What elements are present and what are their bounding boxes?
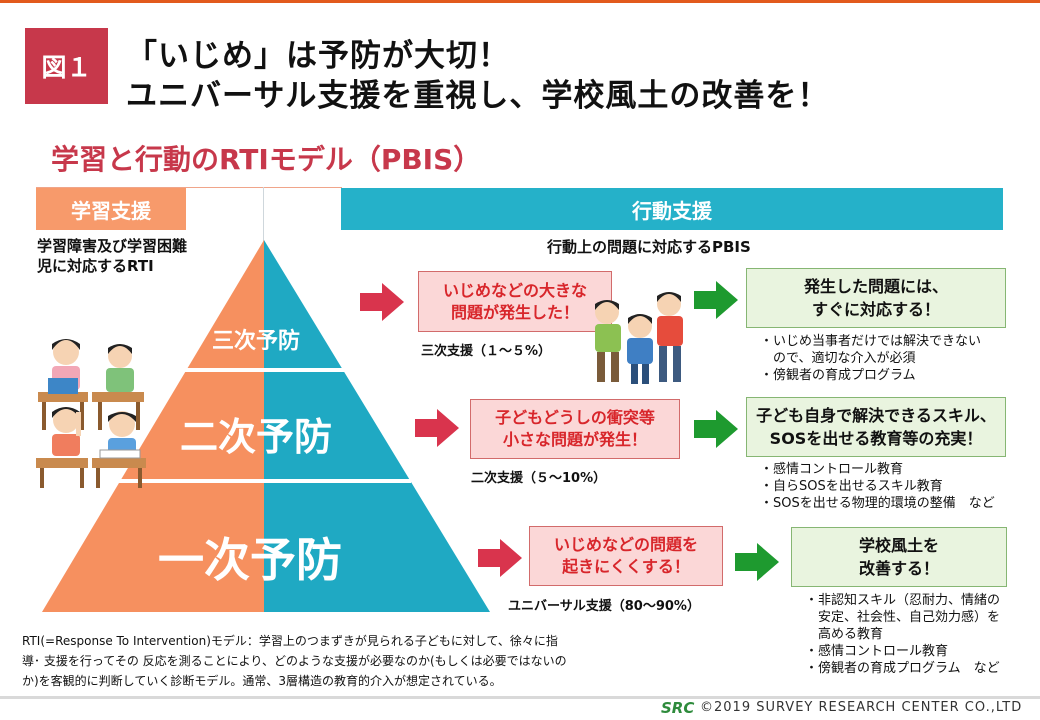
footnote-line: か)を客観的に判断していく診断モデル。通常、3層構造の教育的介入が想定されている…: [22, 674, 502, 688]
tier3-support-label: 三次支援（１～５%）: [421, 344, 552, 359]
rti-footnote: RTI(=Response To Intervention)モデル：学習上のつま…: [22, 631, 1032, 691]
pyramid-right-half: [264, 240, 490, 612]
pyramid-label-primary: 一次予防: [158, 533, 342, 587]
learning-description-line-2: 児に対応するRTI: [37, 257, 154, 275]
arrow-right-red-tier3-icon: [360, 283, 404, 321]
footer-divider-line: [0, 696, 1040, 699]
behavior-description: 行動上の問題に対応するPBIS: [547, 238, 751, 256]
tier1-support-label: ユニバーサル支援（80～90%）: [508, 599, 700, 614]
tier3-note: ・いじめ当事者だけでは解決できない: [760, 334, 982, 349]
tier2-response-box: 子ども自身で解決できるスキル、 SOSを出せる教育等の充実！: [746, 397, 1006, 457]
tier3-note: ので、適切な介入が必須: [760, 351, 916, 366]
page-title-line-2: ユニバーサル支援を重視し、学校風土の改善を！: [126, 78, 830, 114]
learning-support-header: 学習支援: [36, 188, 186, 230]
tier2-problem-line-2: 小さな問題が発生！: [502, 430, 647, 449]
tier3-response-box: 発生した問題には、 すぐに対応する！: [746, 268, 1006, 328]
tier3-note: ・傍観者の育成プログラム: [760, 368, 916, 383]
bullying-scene-illustration: [595, 292, 683, 384]
pyramid-left-half: [42, 240, 264, 612]
tier1-response-line-2: 改善する！: [858, 559, 939, 578]
tier3-response-line-1: 発生した問題には、: [803, 277, 948, 296]
tier2-problem-box: 子どもどうしの衝突等 小さな問題が発生！: [470, 399, 680, 459]
tier1-response-line-1: 学校風土を: [858, 536, 939, 555]
copyright-text: ©2019 SURVEY RESEARCH CENTER CO.,LTD: [700, 700, 1023, 715]
tier3-problem-line-2: 問題が発生した！: [450, 302, 579, 322]
tier2-response-line-2: SOSを出せる教育等の充実！: [769, 429, 983, 448]
tier1-response-box: 学校風土を 改善する！: [791, 527, 1007, 587]
tier1-note: ・感情コントロール教育: [805, 644, 949, 659]
arrow-right-red-tier1-icon: [478, 539, 522, 577]
top-accent-line: [0, 0, 1040, 3]
tier2-notes: ・感情コントロール教育 ・自らSOSを出せるスキル教育 ・SOSを出せる物理的環…: [760, 461, 995, 512]
arrow-right-red-tier2-icon: [415, 409, 459, 447]
footnote-line: RTI(=Response To Intervention)モデル：学習上のつま…: [22, 634, 558, 648]
header-divider-line: [36, 187, 342, 188]
src-logo: SRC: [661, 699, 695, 717]
students-studying-illustration: [36, 339, 146, 488]
tier3-problem-line-1: いじめなどの大きな: [442, 280, 587, 300]
tier3-problem-box: いじめなどの大きな 問題が発生した！: [418, 271, 612, 332]
tier1-notes: ・非認知スキル（忍耐力、情緒の 安定、社会性、自己効力感）を 高める教育 ・感情…: [805, 592, 1000, 677]
column-divider-line: [263, 187, 264, 247]
pyramid-label-secondary: 二次予防: [180, 415, 333, 459]
tier3-response-line-2: すぐに対応する！: [811, 300, 940, 319]
tier1-problem-box: いじめなどの問題を 起きにくくする！: [529, 526, 723, 586]
tier2-note: ・自らSOSを出せるスキル教育: [760, 479, 943, 494]
pyramid-label-tertiary: 三次予防: [212, 329, 301, 354]
tier3-notes: ・いじめ当事者だけでは解決できない ので、適切な介入が必須 ・傍観者の育成プログ…: [760, 333, 981, 384]
arrow-right-green-tier3-icon: [694, 281, 738, 319]
tier2-problem-line-1: 子どもどうしの衝突等: [495, 408, 655, 427]
tier2-support-label: 二次支援（５～10%）: [471, 471, 607, 486]
footnote-line: 導･ 支援を行ってその 反応を測ることにより、どのような支援が必要なのか(もしく…: [22, 654, 567, 668]
arrow-right-green-tier2-icon: [694, 410, 738, 448]
tier1-note: ・傍観者の育成プログラム など: [805, 661, 1000, 676]
tier1-note: ・非認知スキル（忍耐力、情緒の: [805, 593, 1001, 608]
tier1-note: 高める教育: [805, 627, 884, 642]
learning-description-line-1: 学習障害及び学習困難: [37, 237, 188, 255]
figure-badge: 図１: [25, 28, 108, 104]
tier1-problem-line-1: いじめなどの問題を: [553, 535, 698, 554]
tier2-response-line-1: 子ども自身で解決できるスキル、: [756, 406, 996, 425]
arrow-right-green-tier1-icon: [735, 543, 779, 581]
tier1-problem-line-2: 起きにくくする！: [562, 557, 690, 576]
page-subtitle: 学習と行動のRTIモデル（PBIS）: [51, 143, 482, 176]
tier2-note: ・感情コントロール教育: [760, 462, 904, 477]
tier2-note: ・SOSを出せる物理的環境の整備 など: [760, 496, 995, 511]
page-title-line-1: 「いじめ」は予防が大切！: [126, 38, 510, 74]
behavior-support-header: 行動支援: [341, 188, 1003, 230]
tier1-note: 安定、社会性、自己効力感）を: [805, 610, 1001, 625]
